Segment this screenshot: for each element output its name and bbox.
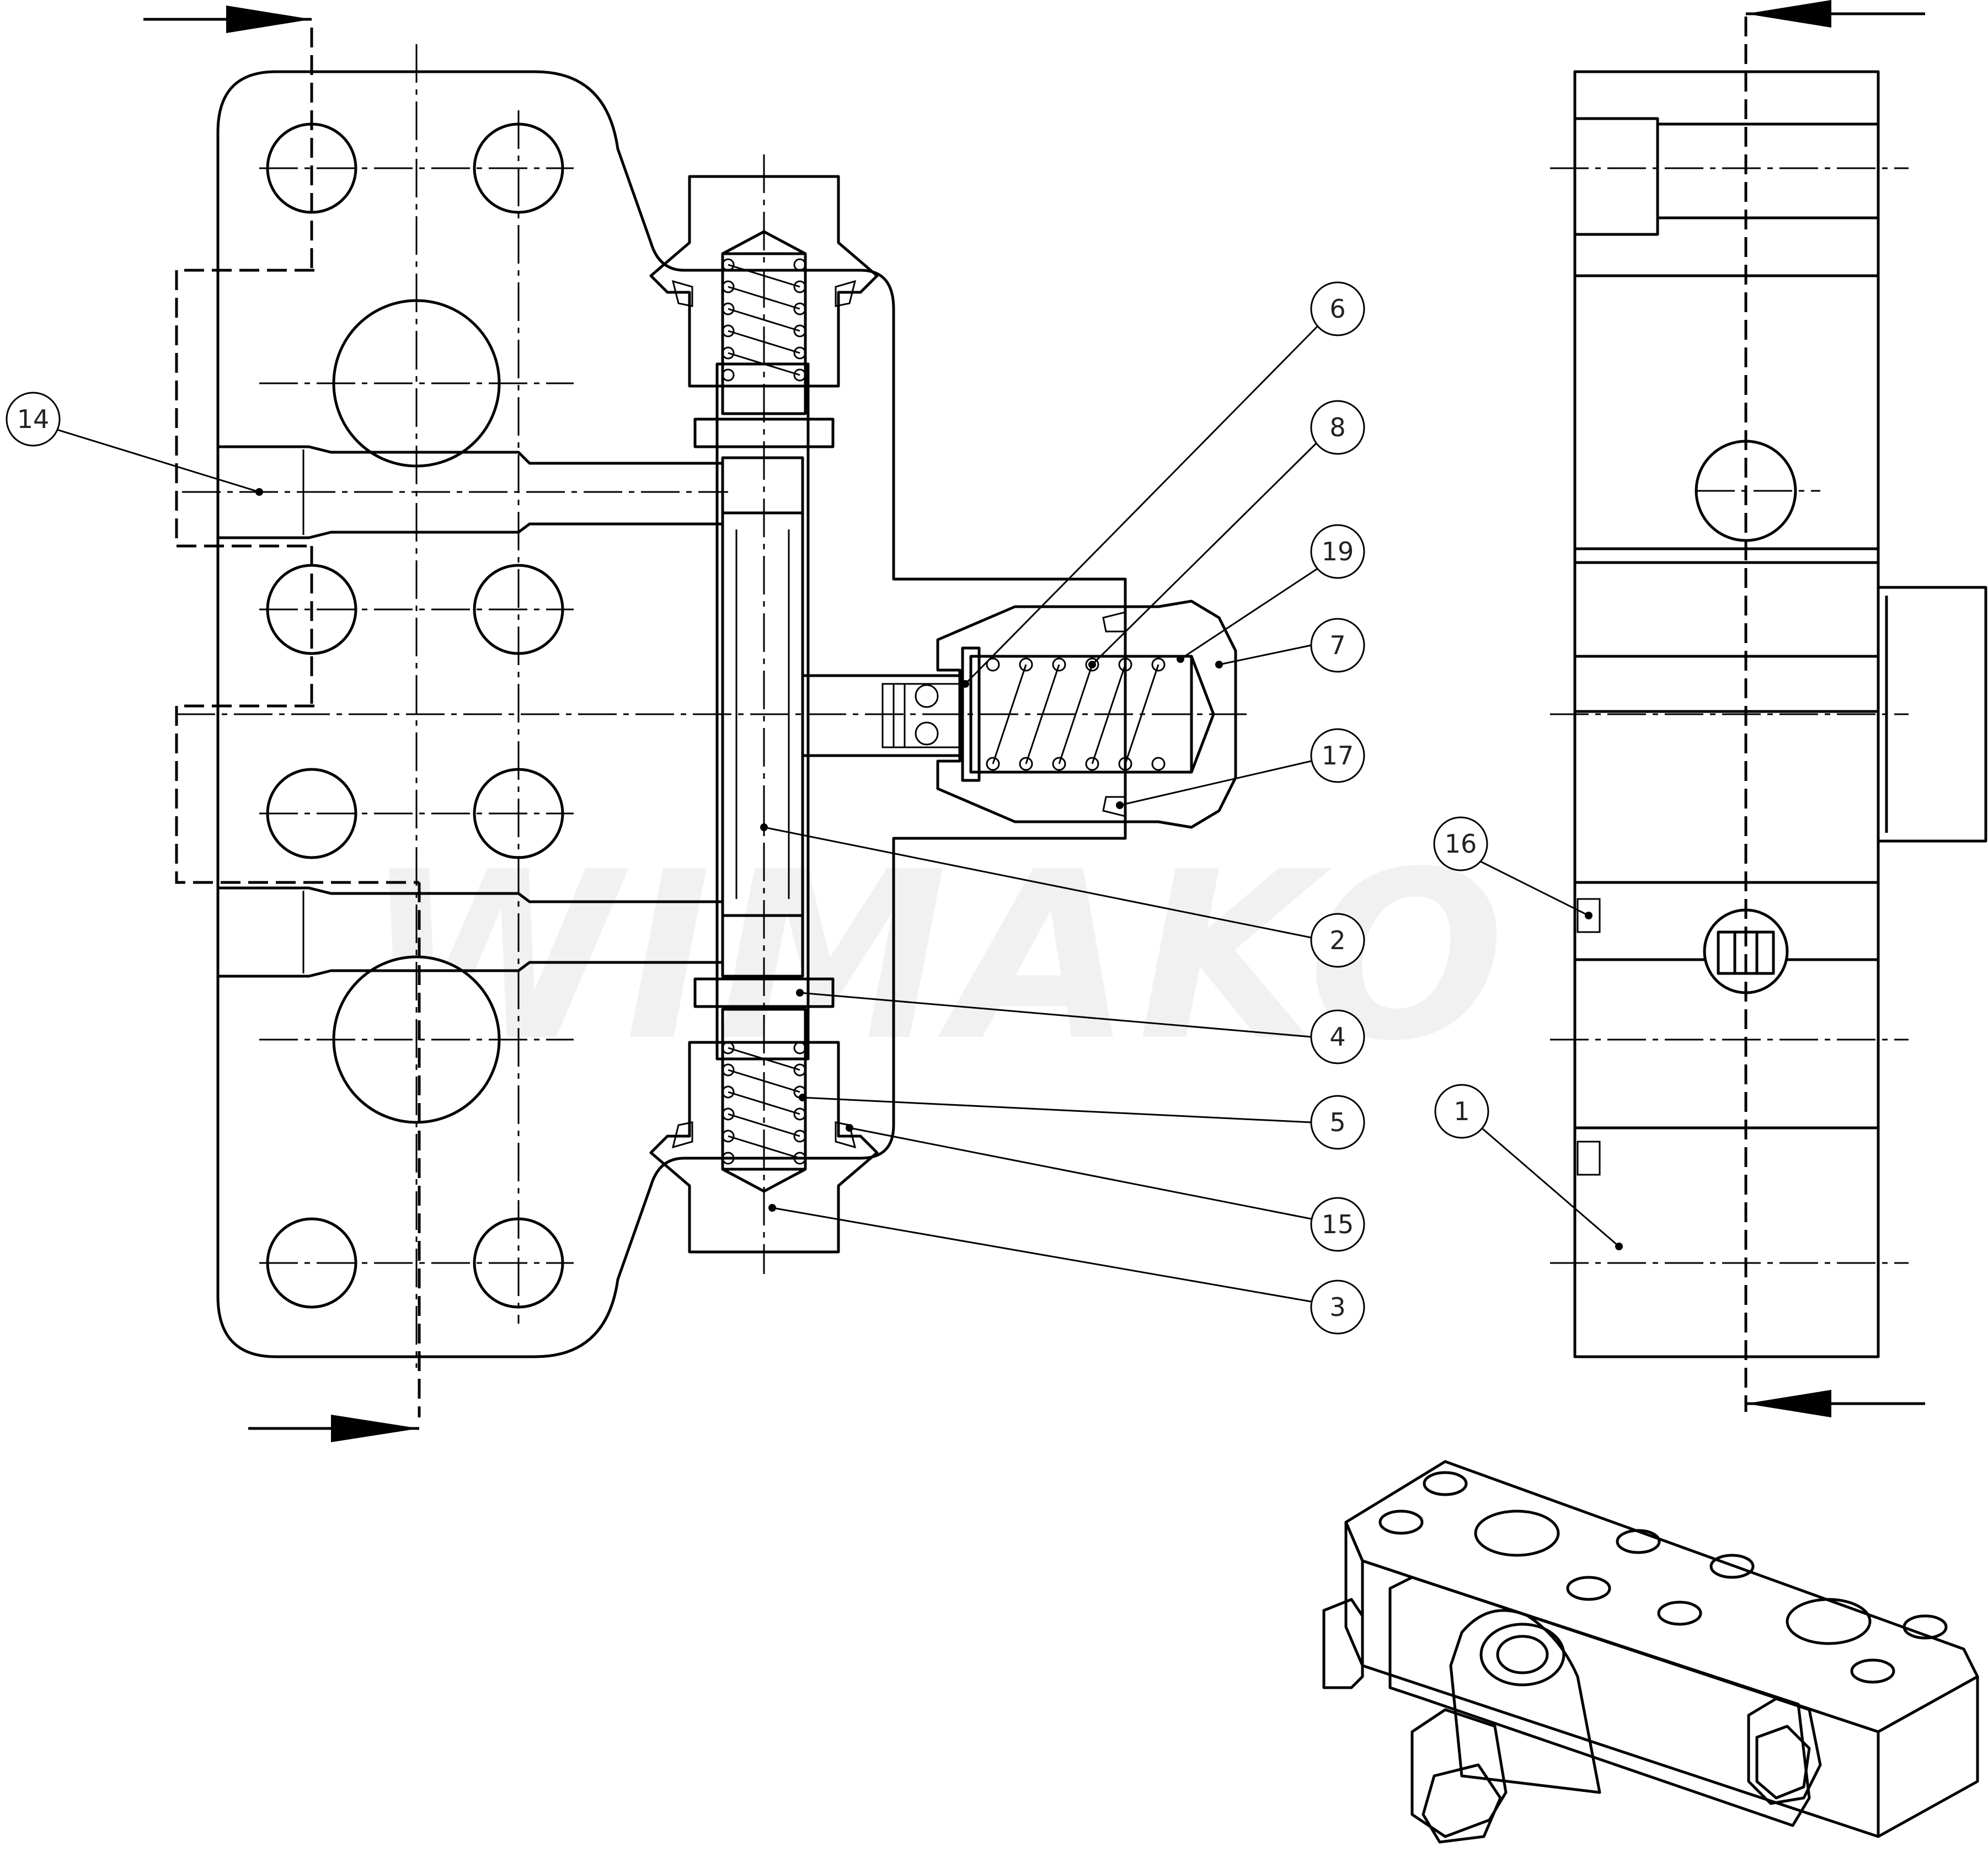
side-seal-16 [1576, 898, 1601, 933]
callout-4 [1310, 1009, 1365, 1064]
iso-plug-left [1322, 1598, 1364, 1689]
section-arrow-top-right [1746, 0, 1925, 28]
callout-15-label: 15 [1322, 1209, 1354, 1239]
side-section-view [1550, 0, 1987, 1417]
side-seal-lower [1576, 1141, 1601, 1176]
callout-2 [1310, 913, 1365, 968]
iso-boss [1449, 1609, 1601, 1794]
callout-17 [1310, 728, 1365, 783]
bottom-seal-right [835, 1121, 857, 1149]
top-seal-right [835, 280, 857, 307]
section-arrow-top-left [143, 6, 312, 33]
spool [721, 456, 804, 978]
callout-7 [1310, 618, 1365, 673]
callout-5 [1310, 1095, 1365, 1150]
port-hole-upper [332, 299, 501, 468]
iso-front-face [1344, 1521, 1364, 1667]
callout-6 [1310, 281, 1365, 336]
callout-19-label: 19 [1322, 537, 1354, 566]
callout-1-label: 1 [1453, 1096, 1469, 1126]
callout-6-label: 6 [1329, 294, 1345, 324]
callout-3-label: 3 [1329, 1292, 1345, 1322]
callout-1 [1434, 1084, 1489, 1139]
callout-8-label: 8 [1329, 413, 1345, 442]
bottom-cap [649, 1041, 879, 1254]
main-body-outline [216, 70, 1127, 1358]
callout-14 [6, 392, 61, 447]
isometric-view [1322, 1460, 1979, 1844]
callout-17-label: 17 [1322, 741, 1354, 770]
callout-2-label: 2 [1329, 925, 1345, 955]
callout-19 [1310, 524, 1365, 579]
iso-plug-right [1747, 1697, 1822, 1805]
callout-7-label: 7 [1329, 630, 1345, 660]
callout-15 [1310, 1197, 1365, 1252]
section-arrow-bottom-right [1746, 1390, 1925, 1417]
callout-group: 14 6 8 19 7 17 16 2 4 5 1 15 [6, 281, 1623, 1335]
callout-16-label: 16 [1445, 829, 1477, 859]
side-cap [936, 600, 1237, 829]
bottom-seal-left [671, 1121, 693, 1149]
callout-16 [1433, 816, 1488, 871]
hidden-outline-upper [175, 269, 314, 548]
side-seal-bottom [1102, 796, 1126, 817]
main-section-view [143, 6, 1247, 1442]
side-seal-top [1102, 611, 1126, 633]
callout-8 [1310, 400, 1365, 455]
callout-5-label: 5 [1329, 1107, 1345, 1137]
callout-3 [1310, 1280, 1365, 1335]
hidden-outline-lower [175, 704, 419, 884]
section-arrow-bottom-left [248, 1415, 419, 1442]
side-bore [803, 674, 961, 757]
callout-4-label: 4 [1329, 1022, 1345, 1052]
top-seal-left [671, 280, 693, 307]
side-boss [1877, 586, 1987, 843]
side-poppet [881, 683, 964, 748]
top-cap [649, 175, 879, 388]
callout-14-label: 14 [17, 404, 50, 434]
iso-valve-body [1388, 1576, 1811, 1827]
